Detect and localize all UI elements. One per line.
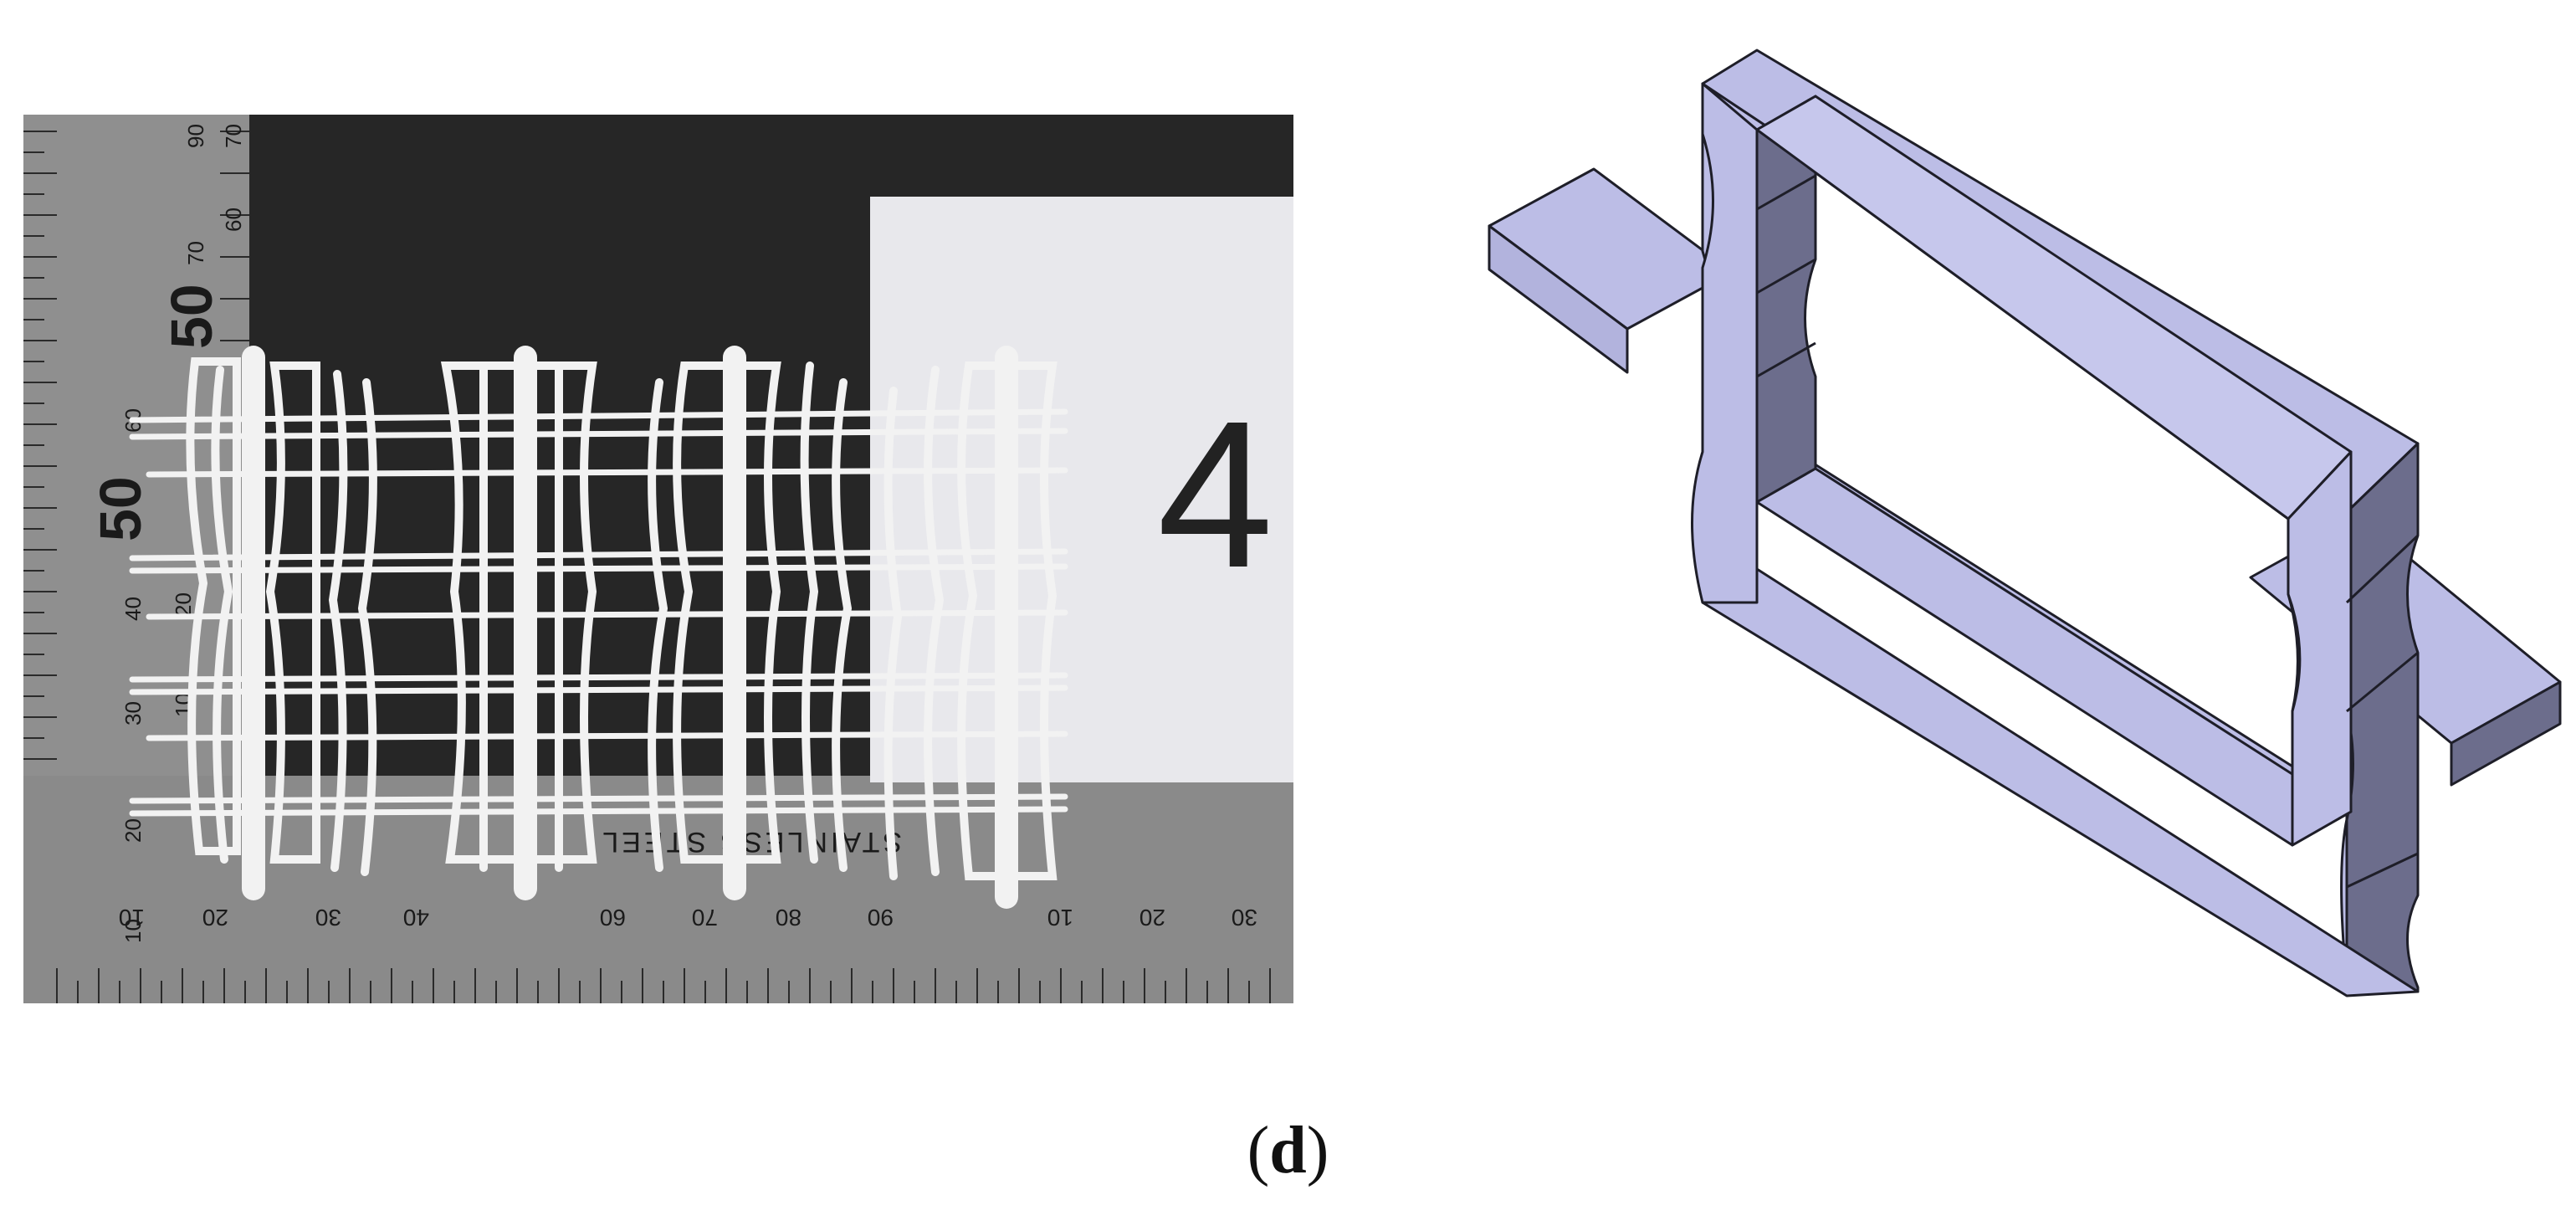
ruler-number: 60 [600, 905, 626, 931]
frame-inner-right [2287, 450, 2353, 847]
frame-inner-top [1755, 95, 2353, 520]
frame-left-face [1691, 82, 1759, 604]
ruler-number: 40 [403, 905, 429, 931]
ruler-number: 60 [221, 208, 246, 232]
ruler-number: 90 [183, 124, 208, 148]
panel-letter: d [1269, 1114, 1307, 1187]
ruler-number: 20 [202, 905, 228, 931]
ruler-number: 20 [1139, 905, 1165, 931]
ruler-number: 40 [120, 597, 146, 621]
ruler-number: 10 [1047, 905, 1073, 931]
panel-caption: (d) [1247, 1114, 1329, 1187]
ruler-number: 50 [159, 284, 224, 349]
ruler-number: 70 [221, 124, 246, 148]
ruler-number: 80 [776, 905, 801, 931]
photo-panel: 50 50 90 70 60 70 60 40 30 20 10 20 10 1… [23, 115, 1293, 1003]
frame-inner-left [1755, 95, 1817, 504]
ruler-number: 70 [183, 241, 208, 265]
ruler-number: 70 [692, 905, 718, 931]
ruler-number: 10 [120, 919, 146, 943]
ruler-number: 90 [868, 905, 894, 931]
cad-model [1488, 49, 2562, 997]
ruler-number: 10 [119, 905, 145, 931]
ruler-number: 30 [120, 701, 146, 726]
ruler-brand-text: STAINLESS STEEL [599, 826, 902, 858]
printed-lattice [129, 346, 1068, 909]
left-arm-front [1488, 224, 1629, 374]
paper-card [870, 197, 1293, 782]
ruler-number: 30 [1232, 905, 1257, 931]
ruler-number: 20 [120, 818, 146, 843]
paper-label: 4 [1157, 377, 1273, 611]
frame-right-face [2345, 442, 2420, 993]
right-arm-front [2450, 680, 2562, 787]
ruler-number: 50 [88, 476, 153, 541]
left-arm-top [1488, 167, 1734, 331]
ruler-number: 20 [171, 592, 196, 617]
ruler-number: 30 [315, 905, 341, 931]
